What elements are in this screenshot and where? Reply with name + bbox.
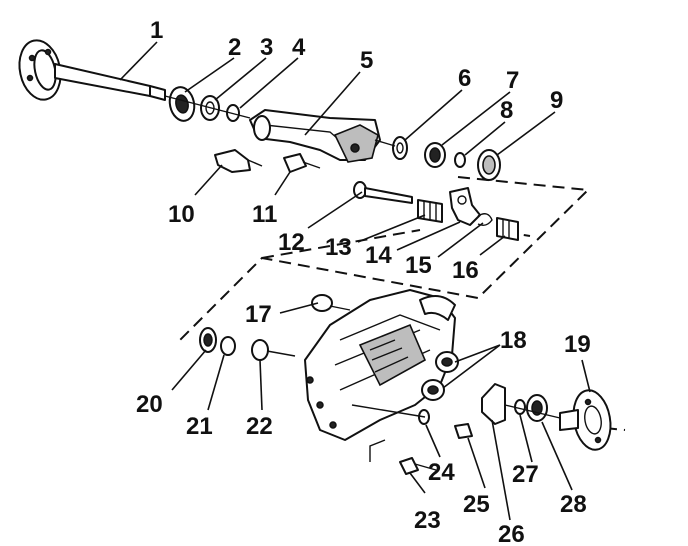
callout-8: 8 (500, 97, 513, 124)
callout-23: 23 (414, 507, 441, 534)
callout-6: 6 (458, 65, 471, 92)
callout-12: 12 (278, 229, 305, 256)
callout-1: 1 (150, 17, 163, 44)
washer-6 (392, 136, 408, 160)
callout-22: 22 (246, 413, 273, 440)
callout-4: 4 (292, 34, 306, 61)
callout-25: 25 (463, 491, 490, 518)
callout-10: 10 (168, 201, 195, 228)
ring-8 (454, 152, 466, 168)
shaft-line-upper (164, 95, 396, 147)
callout-15: 15 (405, 252, 432, 279)
vent-connector (214, 149, 263, 173)
shift-shaft-12 (353, 181, 413, 204)
plug-25 (454, 423, 473, 439)
washer-21 (220, 336, 236, 356)
callout-11: 11 (252, 201, 277, 228)
spring-13 (417, 199, 443, 223)
callout-7: 7 (506, 67, 519, 94)
callout-5: 5 (360, 47, 373, 74)
bolt-22 (251, 339, 296, 361)
seal-9 (477, 149, 501, 181)
side-gear-upper (435, 351, 459, 373)
bearing-cup-26 (481, 383, 506, 425)
bolt-path-24 (351, 404, 426, 418)
callout-26: 26 (498, 521, 525, 546)
callout-27: 27 (512, 461, 539, 488)
callout-21: 21 (186, 413, 213, 440)
side-gear-lower (421, 379, 445, 401)
seal-outer (168, 86, 196, 122)
axle-tube-housing (249, 109, 381, 163)
leader-lines (119, 41, 591, 521)
bolt-23 (399, 457, 437, 475)
callout-28: 28 (560, 491, 587, 518)
bolt-17 (311, 294, 351, 312)
callout-19: 19 (564, 331, 591, 358)
axle-shaft (18, 39, 166, 101)
callout-13: 13 (325, 234, 352, 261)
output-flange (559, 389, 612, 451)
callout-16: 16 (452, 257, 479, 284)
callout-3: 3 (260, 34, 273, 61)
callout-9: 9 (550, 87, 563, 114)
callout-20: 20 (136, 391, 163, 418)
bolt-path-23 (369, 439, 386, 462)
callout-2: 2 (228, 34, 241, 61)
bearing-7 (424, 142, 446, 168)
clip-15 (477, 213, 493, 227)
callout-18: 18 (500, 327, 527, 354)
seal-28 (526, 394, 548, 422)
spring-16 (496, 217, 519, 241)
bolt-11 (283, 153, 321, 173)
shift-fork-14 (449, 187, 481, 226)
callout-14: 14 (365, 242, 392, 269)
shaft-line-lower (504, 404, 561, 419)
differential-carrier (304, 289, 456, 441)
seal-20 (199, 327, 217, 353)
assembly-outline (179, 176, 591, 341)
callout-24: 24 (428, 459, 455, 486)
callout-17: 17 (245, 301, 272, 328)
